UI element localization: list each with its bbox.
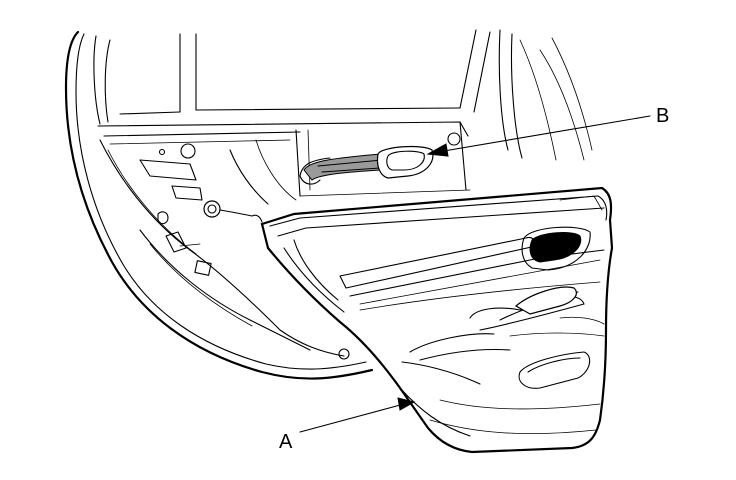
callout-a-arrowhead bbox=[397, 397, 416, 411]
callout-a: A bbox=[279, 397, 416, 453]
door-trim-panel bbox=[260, 186, 614, 454]
inner-handle-assembly bbox=[299, 145, 434, 185]
callout-b-label: B bbox=[656, 105, 669, 127]
callout-b-arrowhead bbox=[426, 143, 449, 157]
door-frame bbox=[64, 29, 593, 380]
callout-b: B bbox=[426, 105, 669, 157]
callout-a-label: A bbox=[279, 431, 293, 453]
